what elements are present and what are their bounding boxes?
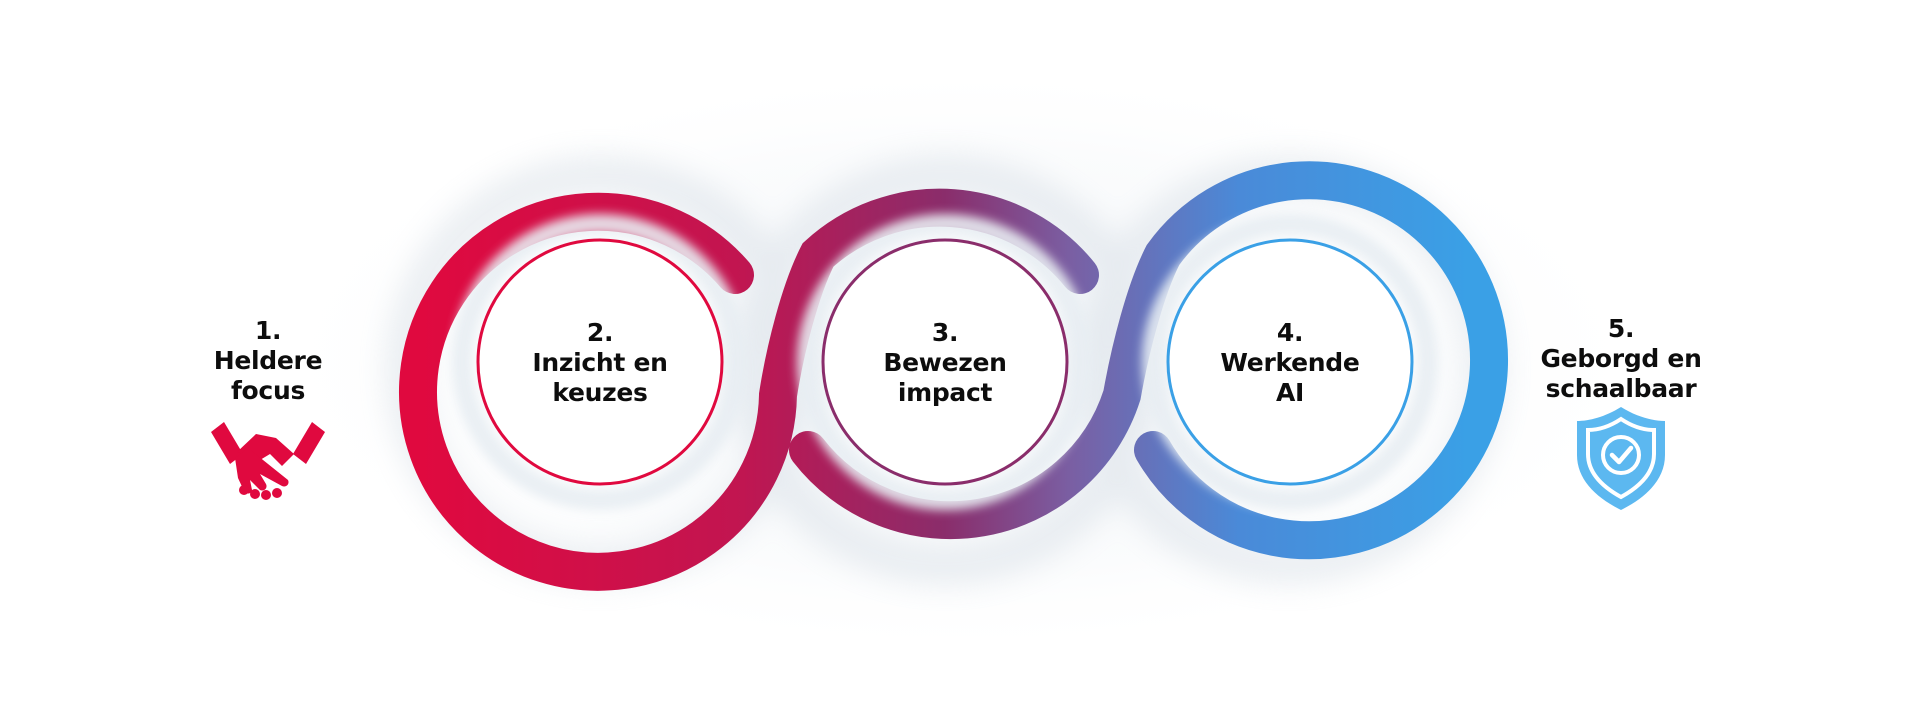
step-2-line-1: Inzicht en [532,348,668,377]
step-1-line-1: Heldere [213,346,323,375]
step-4-line-2: AI [1275,378,1305,407]
step-5-line-1: Geborgd en [1540,344,1702,373]
step-4-line-1: Werkende [1220,348,1360,377]
step-4-label: 4. Werkende AI [1190,318,1390,408]
step-1-label: 1. Heldere focus [178,316,358,406]
shield-check-icon [1577,407,1665,510]
step-4-number: 4. [1276,318,1304,347]
inner-rings [452,214,1438,510]
step-3-line-2: impact [897,378,993,407]
step-3-label: 3. Bewezen impact [845,318,1045,408]
step-1-number: 1. [254,316,282,345]
step-5-number: 5. [1607,314,1635,343]
circle-step-3 [821,238,1069,486]
step-5-line-2: schaalbaar [1545,374,1697,403]
step-3-number: 3. [931,318,959,347]
circle-step-2 [476,238,724,486]
ribbon-path [399,161,1508,591]
step-1-line-2: focus [230,376,306,405]
step-2-label: 2. Inzicht en keuzes [500,318,700,408]
handshake-icon [211,422,325,500]
step-2-line-2: keuzes [552,378,648,407]
step-2-number: 2. [586,318,614,347]
step-3-line-1: Bewezen [883,348,1007,377]
circle-step-4 [1166,238,1414,486]
step-5-label: 5. Geborgd en schaalbaar [1516,314,1726,404]
